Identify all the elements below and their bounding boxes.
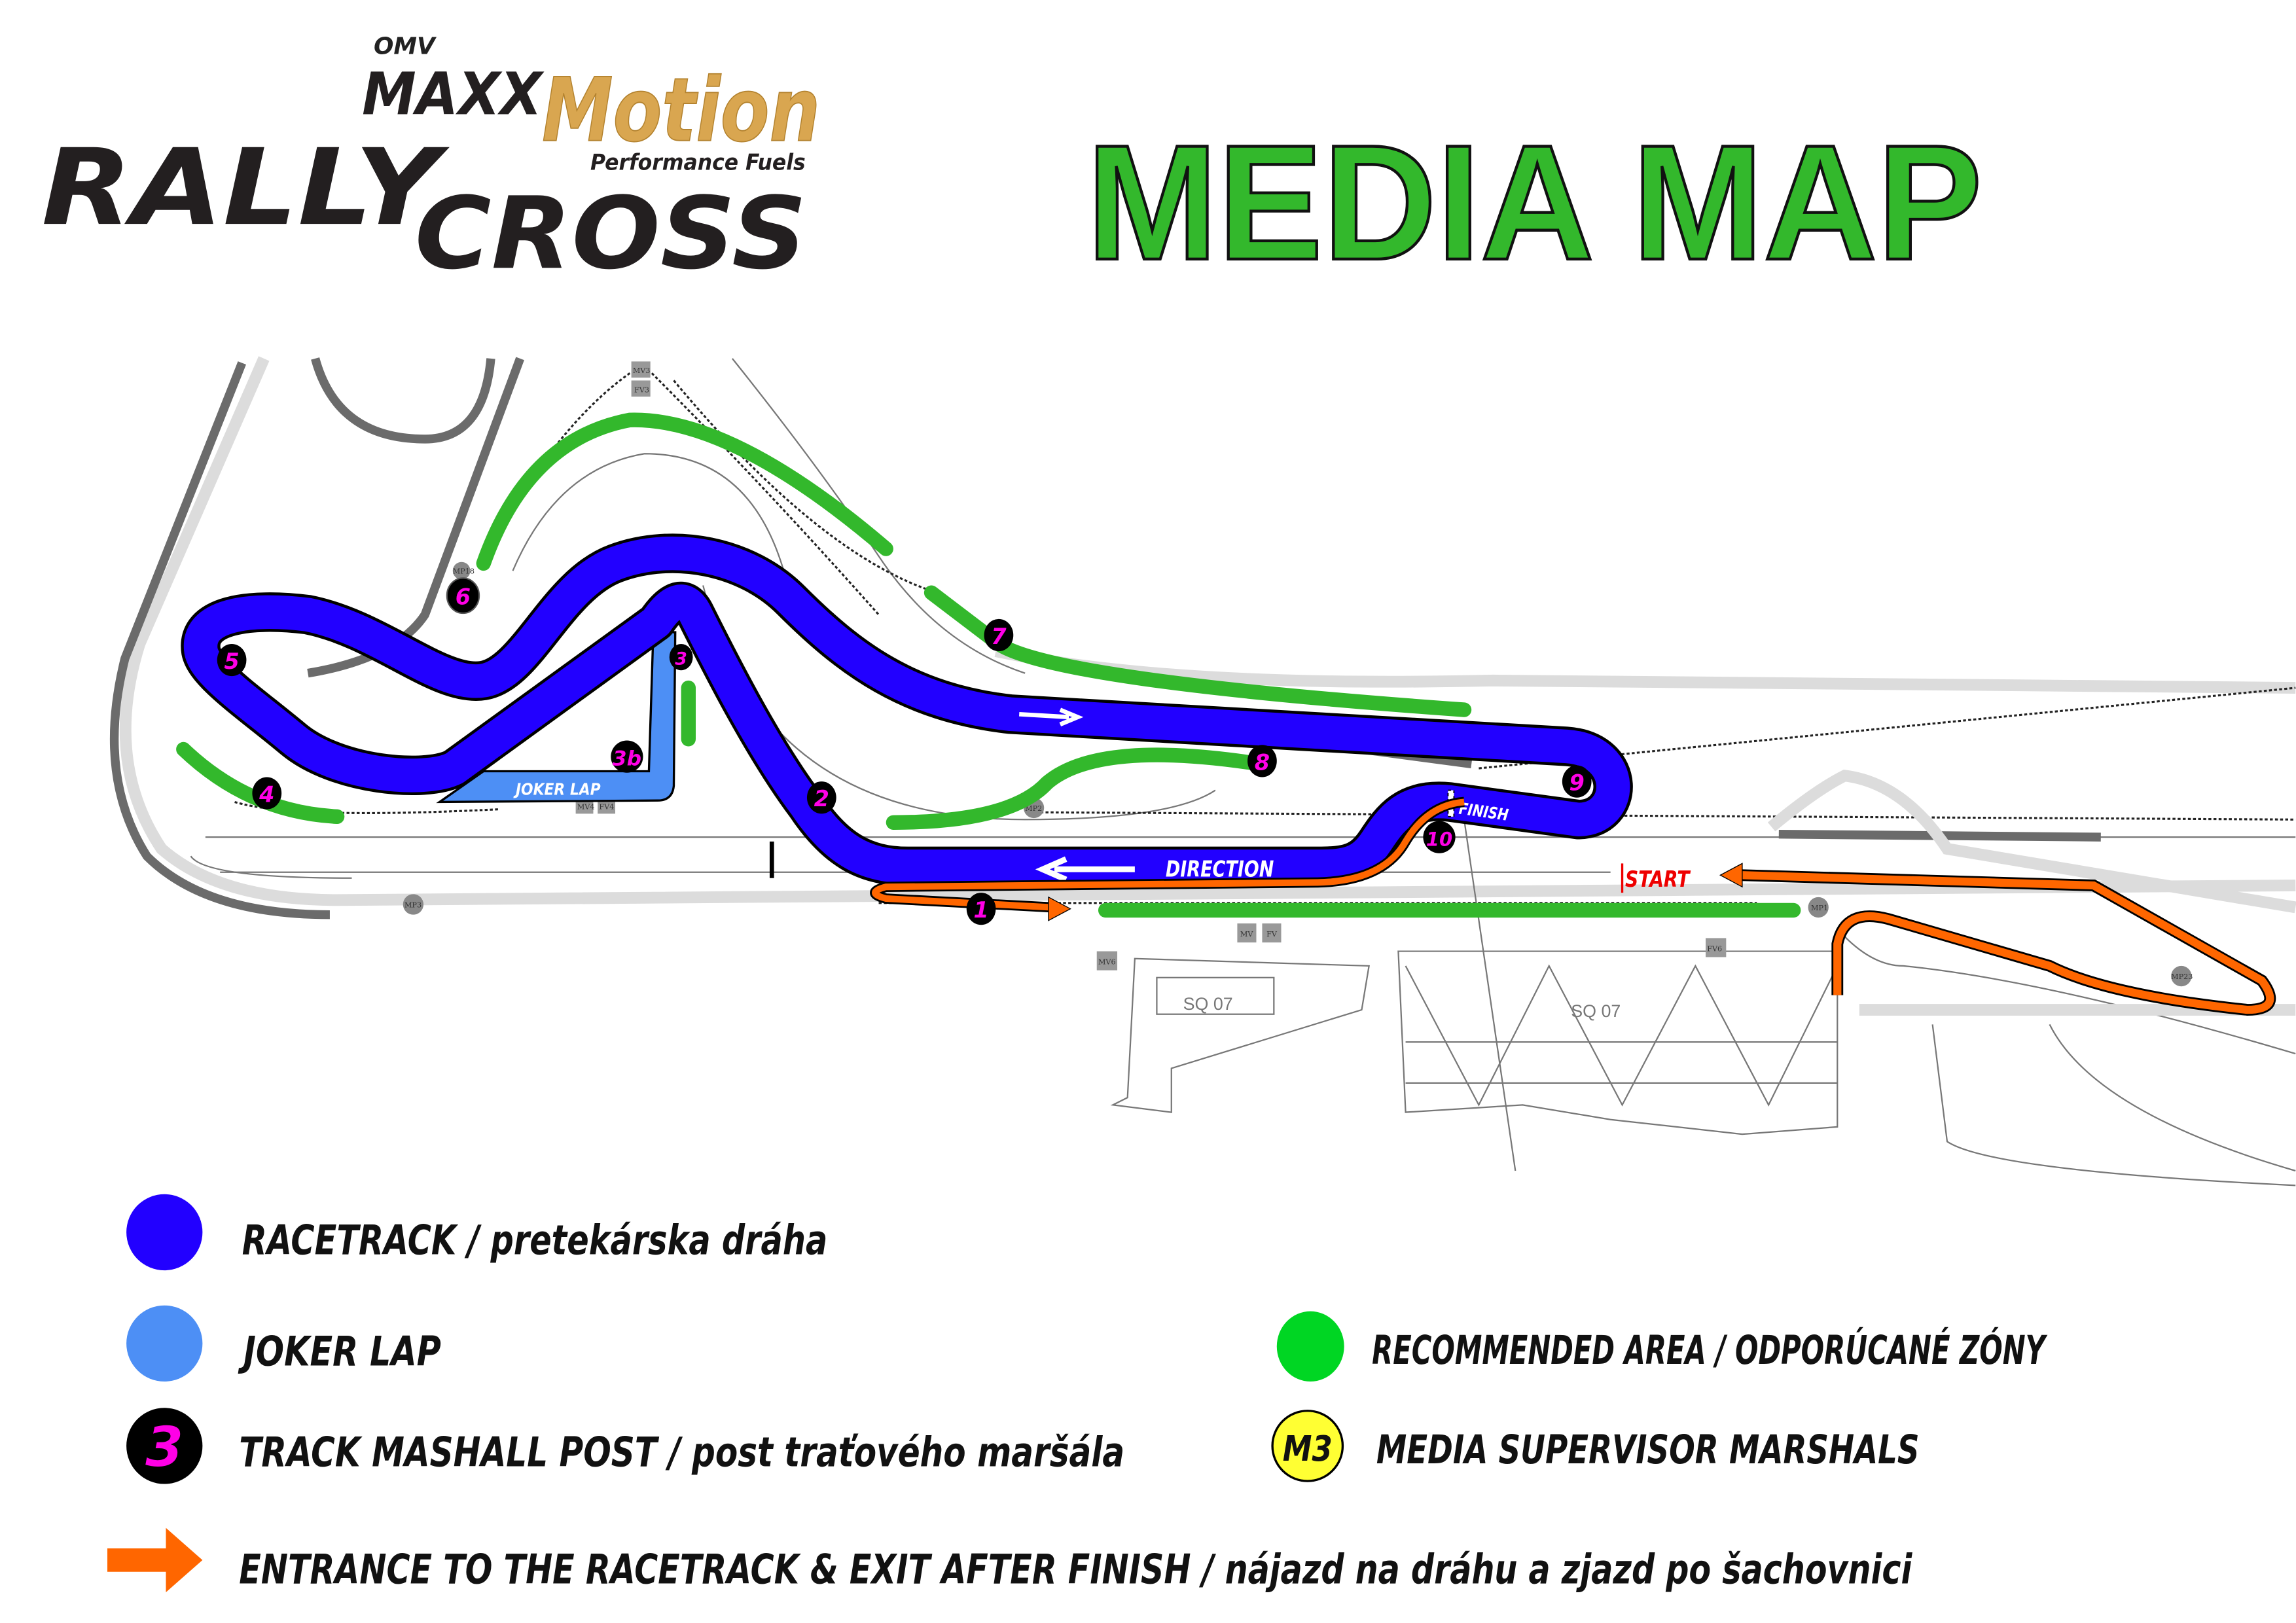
svg-text:10: 10 [1426,829,1452,851]
position-tags: MV3 FV3 MP18 MV4 FV4 MP2 MP3 MV6 MV FV F… [403,361,2193,987]
logo-omv: OMV [374,33,437,60]
tag-mv3: MV3 [631,361,651,378]
svg-text:M3: M3 [1283,1428,1333,1469]
recommended-swatch-icon [1276,1311,1344,1382]
supervisor-swatch-icon [1271,1410,1344,1482]
logo-motion: Motion [542,59,820,162]
svg-text:FV: FV [1266,930,1278,938]
svg-text:FV4: FV4 [599,803,614,812]
svg-text:MV3: MV3 [633,366,651,375]
legend-joker: JOKER LAP [126,1305,441,1382]
joker-lap-label: JOKER LAP [513,779,601,798]
page-title: MEDIA MAP [1086,111,1982,294]
svg-text:7: 7 [991,624,1007,649]
marshal-post-3b[interactable]: 3b [611,740,643,773]
marshal-post-10[interactable]: 10 [1423,821,1456,853]
tag-fv6: FV6 [1706,938,1727,957]
marshal-post-5[interactable]: 5 [217,643,247,677]
svg-text:MP1: MP1 [1811,904,1828,912]
legend-recommended: RECOMMENDED AREA / ODPORÚCANÉ ZÓNY [1276,1311,2047,1382]
entrance-arrowhead-icon [1719,863,1743,888]
svg-text:RACETRACK / pretekárska dráha: RACETRACK / pretekárska dráha [242,1216,827,1264]
logo-cross: CROSS [415,175,807,291]
legend-entrance: ENTRANCE TO THE RACETRACK & EXIT AFTER F… [107,1527,1913,1594]
svg-text:MV6: MV6 [1098,958,1116,967]
svg-text:6: 6 [456,584,471,610]
area-label-sq07-b: SQ 07 [1571,1001,1621,1021]
legend-supervisor: M3 MEDIA SUPERVISOR MARSHALS [1271,1410,1920,1482]
joker-swatch-icon [126,1305,203,1382]
marshal-post-7[interactable]: 7 [984,618,1014,652]
svg-text:TRACK MASHALL POST / post trať: TRACK MASHALL POST / post traťového marš… [239,1429,1124,1476]
svg-text:MP18: MP18 [453,567,475,576]
start-label: START [1625,866,1691,892]
marshal-post-8[interactable]: 8 [1247,745,1277,777]
svg-text:3: 3 [675,649,687,669]
marshal-post-3[interactable]: 3 [669,643,693,671]
svg-text:MP3: MP3 [404,901,422,909]
area-label-sq07-a: SQ 07 [1183,994,1233,1014]
racetrack-swatch-icon [126,1194,203,1271]
direction-label: DIRECTION [1166,857,1274,882]
tag-mp1: MP1 [1808,897,1829,918]
svg-text:MV: MV [1240,930,1253,938]
logo-maxx: MAXX [362,60,545,128]
joker-lap [436,631,677,804]
tag-fv3: FV3 [631,380,651,397]
marshal-post-9[interactable]: 9 [1562,765,1592,798]
legend-racetrack: RACETRACK / pretekárska dráha [126,1194,827,1271]
svg-text:4: 4 [259,781,274,807]
marshal-post-2[interactable]: 2 [806,781,836,814]
tag-fv4: FV4 [598,800,616,814]
logo-rally: RALLY [41,126,450,249]
svg-text:2: 2 [814,786,829,812]
direction-arrow-left-icon [1035,856,1135,883]
svg-text:MP2: MP2 [1025,804,1042,813]
tag-mp18: MP18 [452,562,475,580]
tag-mv: MV [1237,923,1257,943]
svg-text:MEDIA SUPERVISOR MARSHALS: MEDIA SUPERVISOR MARSHALS [1376,1427,1920,1473]
svg-text:JOKER LAP: JOKER LAP [238,1327,441,1375]
svg-text:1: 1 [973,897,988,923]
circuit-map: SQ 07 SQ 07 MV3 FV3 MP18 MV4 FV4 MP2 MP3… [109,356,2296,1186]
svg-text:FV6: FV6 [1707,945,1722,954]
marshal-post-6[interactable]: 6 [446,577,480,615]
svg-text:3b: 3b [613,747,641,771]
racetrack: DIRECTION FINISH [181,533,1633,887]
svg-text:MV4: MV4 [577,803,595,812]
svg-text:8: 8 [1255,749,1270,775]
tag-mp23: MP23 [2171,965,2193,987]
tag-mv4: MV4 [575,800,595,814]
marshal-post-1[interactable]: 1 [966,893,996,925]
marshal-post-swatch-icon [126,1408,203,1484]
logo-tagline: Performance Fuels [590,149,806,175]
exit-arrowhead-icon [1048,896,1071,921]
marshal-posts: 1 2 3 3b 4 5 6 7 8 9 10 [217,577,1592,925]
tag-mv6: MV6 [1096,951,1118,971]
rallycross-logo: OMV MAXX Motion Performance Fuels RALLY … [41,33,821,291]
svg-text:ENTRANCE TO THE RACETRACK & EX: ENTRANCE TO THE RACETRACK & EXIT AFTER F… [239,1546,1912,1594]
tag-mp3: MP3 [403,894,424,915]
legend: RACETRACK / pretekárska dráha JOKER LAP … [107,1194,2047,1594]
entrance-arrow-icon [107,1527,203,1593]
legend-marshal: 3 TRACK MASHALL POST / post traťového ma… [126,1408,1124,1484]
svg-text:FV3: FV3 [634,385,649,394]
svg-text:RECOMMENDED AREA / ODPORÚCANÉ: RECOMMENDED AREA / ODPORÚCANÉ ZÓNY [1372,1327,2047,1374]
svg-text:MP23: MP23 [2171,972,2193,981]
tag-fv: FV [1262,923,1282,943]
entrance-exit-routes: START [769,796,2276,1016]
svg-text:5: 5 [224,649,239,674]
svg-text:9: 9 [1570,770,1585,796]
marshal-post-4[interactable]: 4 [252,777,282,810]
svg-text:3: 3 [145,1416,184,1480]
direction-arrow-right-icon [1019,707,1084,727]
